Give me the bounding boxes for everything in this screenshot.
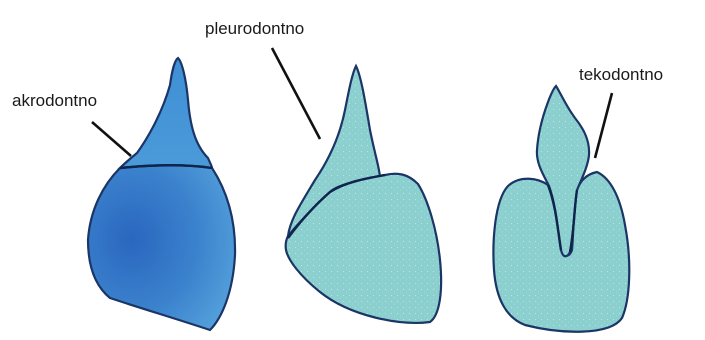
leader-line-pleurodontno [272, 48, 320, 139]
thecodont-tooth [493, 86, 629, 332]
acrodont-bone-base [88, 165, 235, 330]
leader-line-tekodontno [595, 93, 612, 158]
leader-line-akrodontno [92, 122, 131, 156]
acrodont-tooth [88, 58, 235, 330]
label-akrodontno: akrodontno [12, 92, 97, 109]
label-pleurodontno: pleurodontno [205, 20, 304, 37]
acrodont-crown [120, 58, 212, 168]
label-tekodontno: tekodontno [579, 66, 663, 83]
pleurodont-tooth [286, 66, 442, 323]
